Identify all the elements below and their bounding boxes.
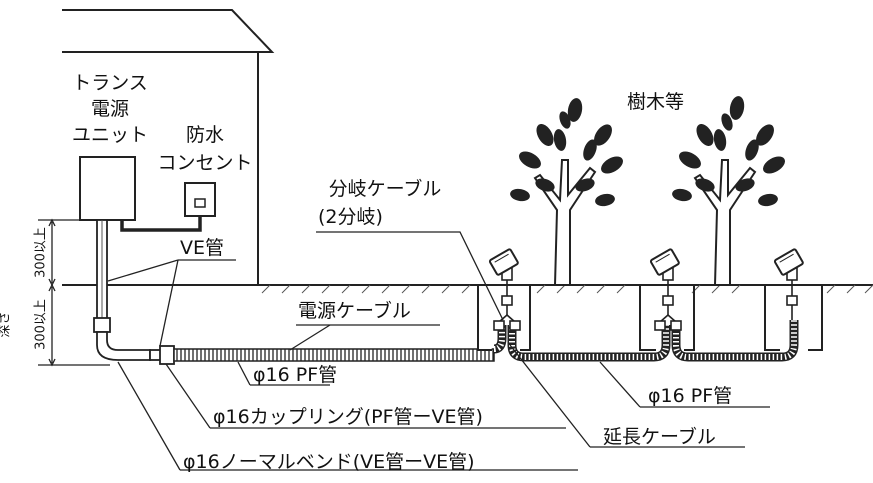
ve-pipe-label: VE管 bbox=[180, 237, 225, 259]
transformer-unit bbox=[79, 156, 136, 221]
transformer-label-1: トランス bbox=[72, 72, 148, 94]
waterproof-outlet bbox=[184, 182, 216, 217]
coupling-label: φ16カップリング(PF管ーVE管) bbox=[213, 406, 483, 428]
transformer-label-2: 電源 bbox=[90, 98, 129, 120]
ve-pipe-joint bbox=[93, 317, 111, 333]
branch-cable-label-1: 分岐ケーブル bbox=[328, 178, 442, 200]
trees-label: 樹木等 bbox=[627, 91, 685, 113]
depth-above-label: 300以上 bbox=[33, 227, 49, 278]
leader-lines bbox=[107, 231, 770, 471]
coupling bbox=[159, 345, 175, 365]
transformer-label-3: ユニット bbox=[71, 124, 148, 146]
light-fixture-2 bbox=[649, 248, 682, 331]
pf-pipe-right-label: φ16 PF管 bbox=[648, 385, 733, 407]
pf-pipe-main bbox=[173, 348, 495, 362]
depth-dimensions bbox=[38, 218, 110, 367]
normal-bend bbox=[96, 331, 151, 361]
depth-below-label: 300以上 bbox=[33, 299, 49, 350]
extension-cable-label: 延長ケーブル bbox=[603, 426, 716, 448]
house bbox=[62, 9, 275, 285]
ve-pipe bbox=[96, 219, 108, 322]
outlet-label-2: コンセント bbox=[157, 152, 253, 174]
ground-hatch bbox=[261, 284, 873, 294]
pf-pipe-left-label: φ16 PF管 bbox=[253, 364, 338, 386]
tree-1 bbox=[510, 98, 623, 286]
outlet-cable bbox=[120, 216, 202, 232]
branch-cable-label-2: (2分岐) bbox=[318, 206, 383, 228]
bend-label: φ16ノーマルベンド(VE管ーVE管) bbox=[183, 451, 475, 473]
power-cable-label: 電源ケーブル bbox=[298, 300, 411, 322]
stake-box-2 bbox=[639, 285, 695, 351]
stake-box-3 bbox=[764, 285, 823, 351]
light-fixture-3 bbox=[773, 248, 804, 320]
stake-box-1 bbox=[477, 285, 531, 351]
light-fixture-1 bbox=[488, 248, 521, 331]
outlet-label-1: 防水 bbox=[185, 124, 224, 146]
depth-below-prefix: 深さ bbox=[0, 311, 13, 338]
tree-2 bbox=[672, 96, 785, 286]
